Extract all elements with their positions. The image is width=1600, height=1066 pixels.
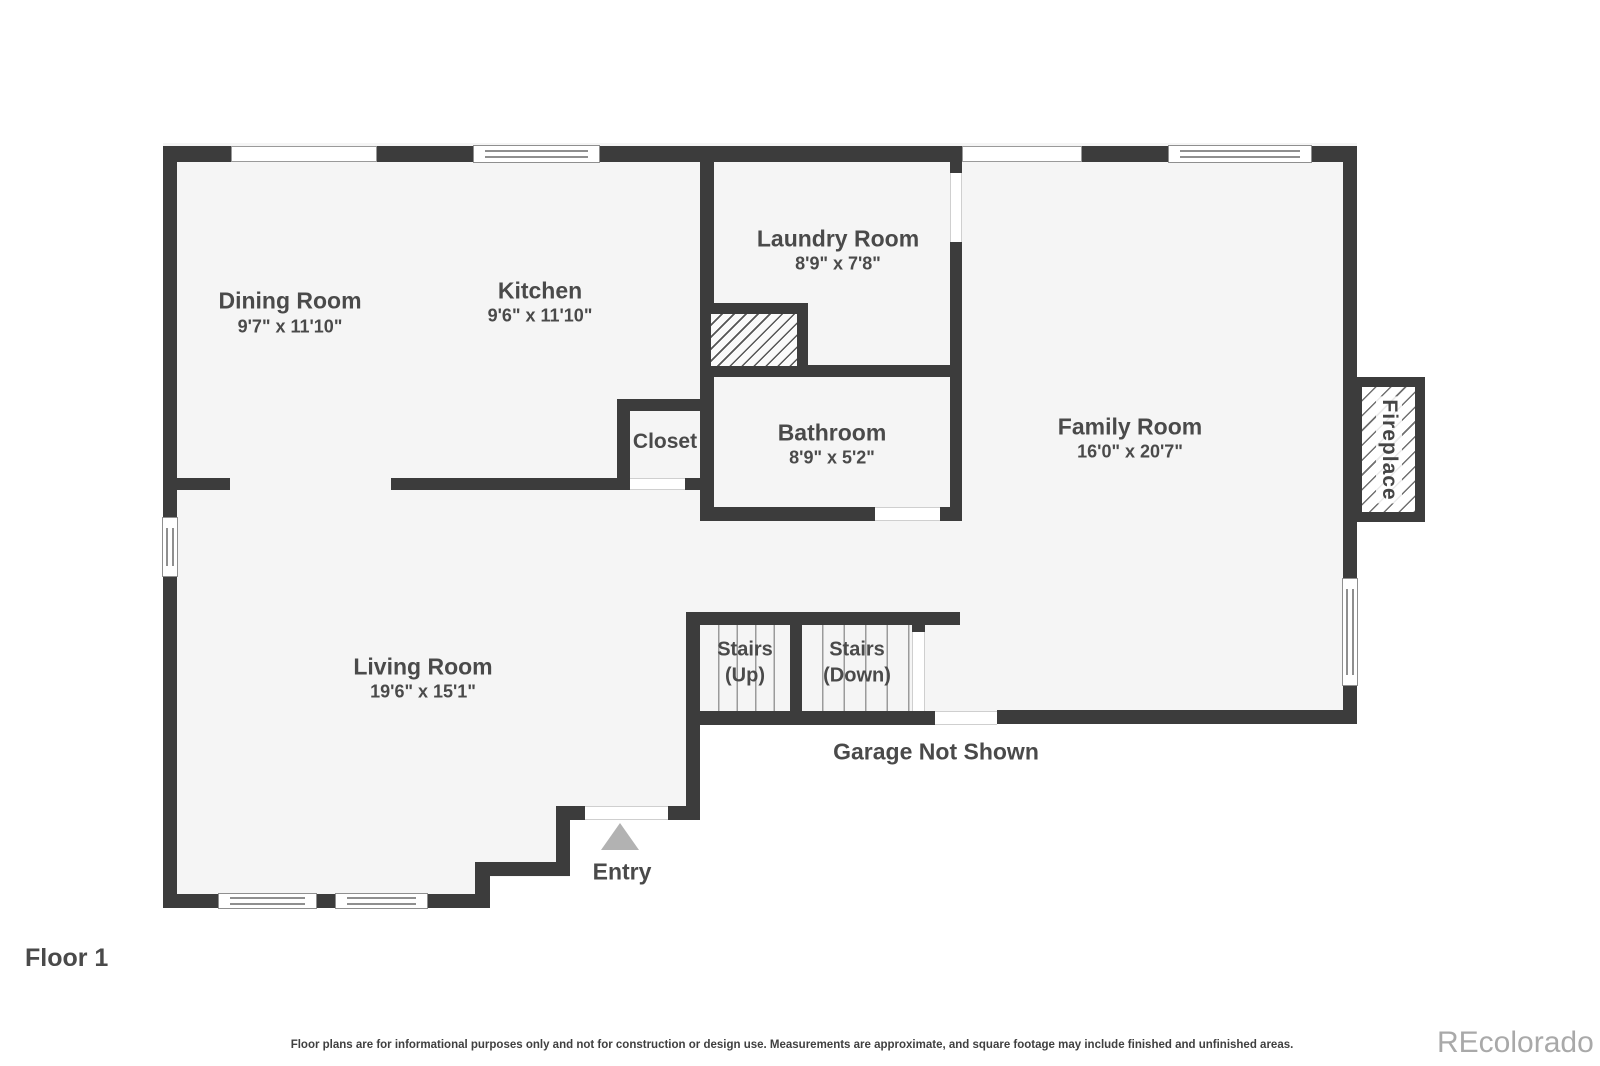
disclaimer-text: Floor plans are for informational purpos…: [290, 1039, 1294, 1051]
window-glass: [230, 897, 305, 905]
wall-closet-top: [617, 399, 714, 411]
room-label-bathroom: Bathroom: [777, 419, 887, 446]
entry-arrow-icon: [601, 823, 639, 850]
stairs-down-treads: [802, 625, 912, 711]
window-family-top-left: [962, 146, 1082, 162]
floor-area-family: [962, 143, 1357, 724]
room-dims-dining: 9'7" x 11'10": [237, 316, 343, 337]
door-stairs: [912, 632, 925, 711]
window-glass: [1180, 150, 1300, 158]
floor-title: Floor 1: [25, 944, 109, 972]
wall-step1-h: [475, 862, 570, 876]
window-glass: [485, 150, 588, 158]
wall-stairs-right-stub: [912, 612, 925, 632]
window-glass: [347, 897, 416, 905]
watermark-recolorado: REcolorado: [1437, 1026, 1594, 1059]
wall-family-bottom: [997, 710, 1357, 724]
stairs-up-label-1: Stairs: [717, 638, 773, 661]
room-label-living: Living Room: [353, 653, 493, 680]
wall-bathroom-bottom-left: [700, 507, 875, 521]
wall-stairs-divider: [790, 612, 802, 725]
window-kitchen-top: [473, 145, 600, 163]
door-entry: [585, 806, 668, 820]
door-bathroom: [875, 507, 940, 521]
stairs-up-label-2: (Up): [725, 664, 765, 687]
room-dims-family: 16'0" x 20'7": [1077, 441, 1183, 462]
wall-stairs-top: [686, 612, 960, 625]
room-dims-living: 19'6" x 15'1": [370, 681, 476, 702]
stairs-down-label-1: Stairs: [829, 638, 885, 661]
wall-bottom-living: [163, 894, 490, 908]
stairs-down-label-2: (Down): [823, 664, 891, 687]
stairs-up-treads: [701, 625, 790, 711]
wall-laundry-bottom: [797, 365, 962, 377]
garage-note-label: Garage Not Shown: [833, 738, 1039, 765]
room-label-laundry: Laundry Room: [756, 225, 920, 252]
wall-hall-bottom: [686, 711, 935, 725]
wall-left-stub: [163, 478, 230, 490]
closet-label: Closet: [632, 430, 698, 453]
room-dims-kitchen: 9'6" x 11'10": [487, 305, 593, 326]
window-dining-left: [162, 517, 178, 577]
door-closet: [630, 478, 685, 490]
window-living-bottom-1: [218, 893, 317, 909]
entry-label: Entry: [592, 858, 652, 885]
window-family-right: [1342, 578, 1358, 686]
window-glass: [166, 528, 174, 566]
chimney-hatch: [711, 314, 797, 366]
window-family-top-right: [1168, 145, 1312, 163]
wall-laundry-right: [950, 242, 962, 521]
window-glass: [1346, 589, 1354, 675]
room-label-family: Family Room: [1057, 413, 1203, 440]
room-dims-laundry: 8'9" x 7'8": [795, 253, 881, 274]
wall-closet-bottom-right: [685, 478, 714, 490]
room-label-kitchen: Kitchen: [497, 277, 583, 304]
room-label-dining: Dining Room: [218, 287, 362, 314]
door-garage: [935, 711, 997, 725]
fireplace-label: Fireplace: [1376, 396, 1402, 504]
wall-bathroom-bottom-right: [940, 507, 962, 521]
wall-laundry-right-stub: [950, 162, 962, 173]
wall-dining-living-divider: [391, 478, 628, 490]
wall-entry-left: [556, 806, 585, 820]
room-dims-bathroom: 8'9" x 5'2": [789, 447, 875, 468]
window-living-bottom-2: [335, 893, 428, 909]
window-dining-top: [231, 146, 377, 162]
door-laundry: [950, 173, 962, 242]
wall-closet-left: [617, 399, 630, 490]
wall-step2-v: [556, 806, 570, 876]
